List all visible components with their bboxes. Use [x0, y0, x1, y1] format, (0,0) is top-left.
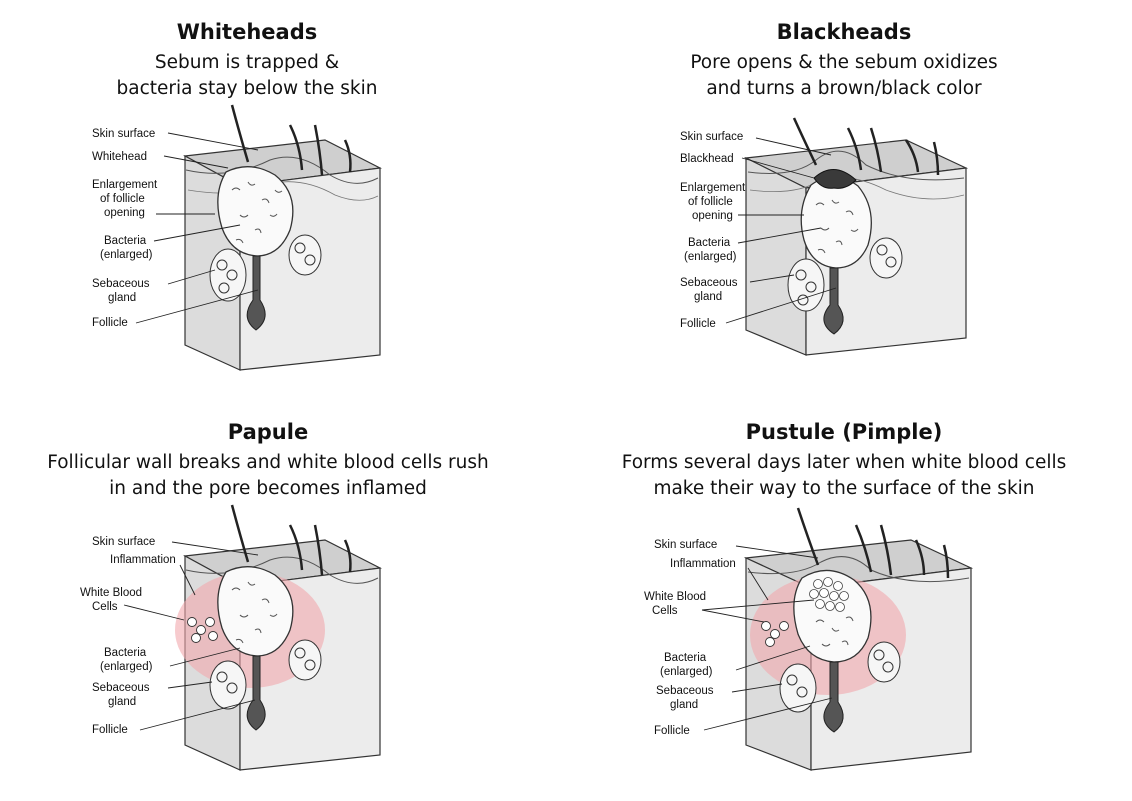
- papule-illustration: Skin surface Inflammation White Blood Ce…: [0, 400, 566, 800]
- pustule-illustration: Skin surface Inflammation White Blood Ce…: [566, 400, 1132, 800]
- panel-whiteheads: Whiteheads Sebum is trapped & bacteria s…: [0, 0, 566, 400]
- label-follicle: Follicle: [92, 724, 128, 736]
- label-bacteria-2: (enlarged): [660, 666, 713, 678]
- label-wbc-2: Cells: [652, 605, 678, 617]
- label-bacteria-2: (enlarged): [100, 249, 153, 261]
- label-enlargement-3: opening: [104, 207, 145, 219]
- label-blackhead: Blackhead: [680, 153, 734, 165]
- label-sebaceous-1: Sebaceous: [680, 277, 738, 289]
- label-enlargement-1: Enlargement: [92, 179, 158, 191]
- panel-pustule: Pustule (Pimple) Forms several days late…: [566, 400, 1132, 800]
- label-inflammation: Inflammation: [670, 558, 736, 570]
- label-sebaceous-2: gland: [670, 699, 698, 711]
- label-sebaceous-2: gland: [108, 292, 136, 304]
- labels: Skin surface Inflammation White Blood Ce…: [80, 536, 176, 736]
- label-bacteria-1: Bacteria: [104, 235, 147, 247]
- label-follicle: Follicle: [654, 725, 690, 737]
- label-enlargement-2: of follicle: [688, 196, 733, 208]
- label-wbc-2: Cells: [92, 601, 118, 613]
- label-sebaceous-2: gland: [108, 696, 136, 708]
- label-wbc-1: White Blood: [644, 591, 706, 603]
- label-skin-surface: Skin surface: [654, 539, 717, 551]
- label-enlargement-1: Enlargement: [680, 182, 746, 194]
- skin-block: [185, 140, 380, 370]
- label-wbc-1: White Blood: [80, 587, 142, 599]
- label-follicle: Follicle: [92, 317, 128, 329]
- label-bacteria-1: Bacteria: [688, 237, 731, 249]
- label-enlargement-3: opening: [692, 210, 733, 222]
- label-inflammation: Inflammation: [110, 554, 176, 566]
- labels: Skin surface Blackhead Enlargement of fo…: [680, 131, 746, 330]
- label-sebaceous-2: gland: [694, 291, 722, 303]
- label-bacteria-2: (enlarged): [684, 251, 737, 263]
- label-skin-surface: Skin surface: [92, 536, 155, 548]
- label-sebaceous-1: Sebaceous: [92, 682, 150, 694]
- panel-blackheads: Blackheads Pore opens & the sebum oxidiz…: [566, 0, 1132, 400]
- label-sebaceous-1: Sebaceous: [92, 278, 150, 290]
- panel-papule: Papule Follicular wall breaks and white …: [0, 400, 566, 800]
- label-bacteria-1: Bacteria: [664, 652, 707, 664]
- label-whitehead: Whitehead: [92, 151, 147, 163]
- blackhead-illustration: Skin surface Blackhead Enlargement of fo…: [566, 0, 1132, 400]
- label-follicle: Follicle: [680, 318, 716, 330]
- labels: Skin surface Whitehead Enlargement of fo…: [92, 128, 158, 329]
- labels: Skin surface Inflammation White Blood Ce…: [644, 539, 736, 737]
- label-bacteria-1: Bacteria: [104, 647, 147, 659]
- label-skin-surface: Skin surface: [680, 131, 743, 143]
- label-sebaceous-1: Sebaceous: [656, 685, 714, 697]
- whitehead-illustration: Skin surface Whitehead Enlargement of fo…: [0, 0, 566, 400]
- label-skin-surface: Skin surface: [92, 128, 155, 140]
- label-bacteria-2: (enlarged): [100, 661, 153, 673]
- label-enlargement-2: of follicle: [100, 193, 145, 205]
